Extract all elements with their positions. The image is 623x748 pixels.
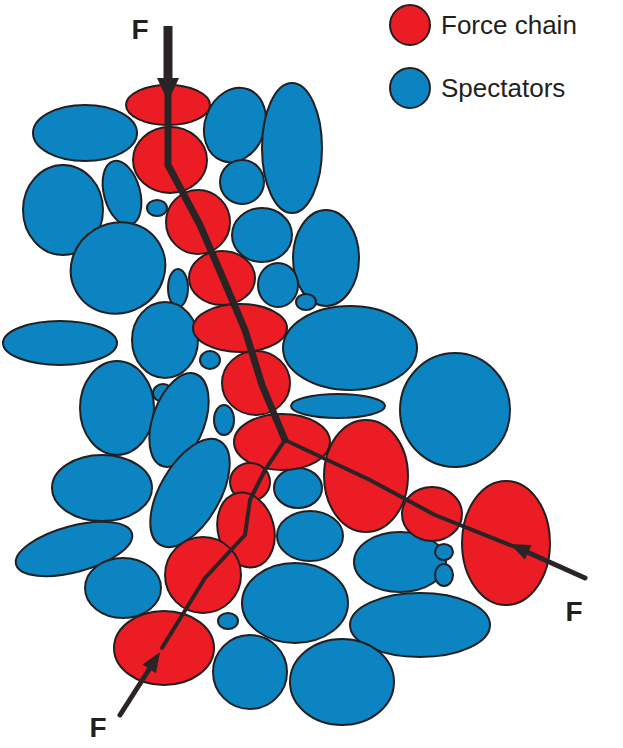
spectator-grain bbox=[147, 200, 167, 216]
spectator-grain bbox=[200, 351, 220, 369]
legend-item: Spectators bbox=[389, 67, 565, 109]
force-arrow-shaft bbox=[164, 26, 173, 82]
spectator-grain bbox=[3, 321, 117, 365]
spectator-grain bbox=[293, 210, 359, 306]
arrowhead bbox=[510, 544, 532, 560]
spectator-grain bbox=[277, 511, 343, 561]
spectator-grain bbox=[85, 558, 161, 618]
force-arrow-shaft bbox=[120, 668, 150, 715]
force-label: F bbox=[131, 16, 148, 44]
force-chain-grain bbox=[165, 537, 241, 613]
force-path bbox=[162, 440, 285, 648]
spectator-grain bbox=[435, 544, 453, 560]
spectator-grain bbox=[242, 563, 348, 643]
legend-swatch bbox=[389, 67, 431, 109]
spectator-grain bbox=[291, 394, 385, 418]
force-path bbox=[168, 95, 285, 440]
force-label: F bbox=[565, 598, 582, 626]
spectator-grain bbox=[213, 635, 287, 709]
force-arrow-shaft bbox=[527, 552, 585, 578]
spectator-grain bbox=[258, 263, 298, 307]
legend-item: Force chain bbox=[389, 4, 577, 46]
spectator-grain bbox=[290, 639, 394, 725]
legend-text: Spectators bbox=[441, 73, 565, 104]
spectator-grain bbox=[262, 83, 322, 213]
spectator-grain bbox=[400, 353, 510, 467]
spectator-grain bbox=[232, 208, 292, 262]
spectator-grain bbox=[435, 564, 453, 586]
spectator-grain bbox=[168, 269, 188, 307]
spectator-grain bbox=[274, 468, 322, 508]
force-path bbox=[285, 440, 515, 547]
arrowhead bbox=[143, 652, 161, 673]
spectator-grain bbox=[220, 160, 264, 204]
spectator-grain bbox=[218, 613, 238, 629]
force-label: F bbox=[89, 714, 106, 742]
spectator-grain bbox=[33, 105, 137, 161]
spectator-grain bbox=[283, 306, 417, 390]
spectator-grain bbox=[52, 455, 152, 521]
legend-swatch bbox=[389, 4, 431, 46]
arrowhead bbox=[157, 78, 179, 102]
spectator-grain bbox=[132, 302, 198, 378]
spectator-grain bbox=[80, 361, 154, 455]
spectator-grain bbox=[214, 405, 234, 435]
legend-text: Force chain bbox=[441, 10, 577, 41]
spectator-grain bbox=[296, 294, 316, 310]
